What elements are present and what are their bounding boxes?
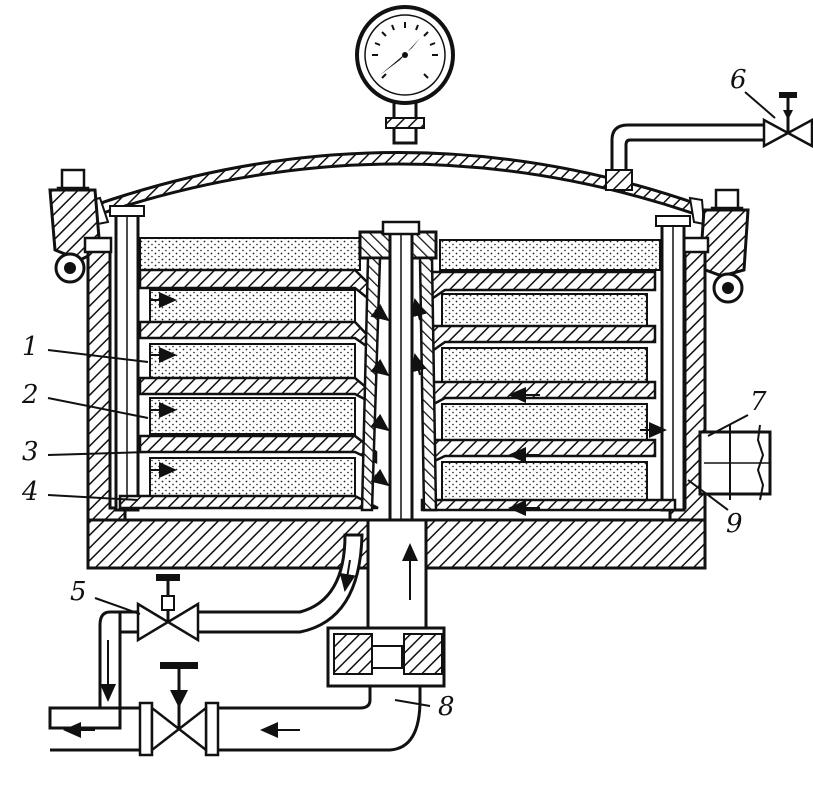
label-1: 1 [22, 332, 39, 362]
label-9: 9 [726, 509, 743, 539]
pressure-gauge [355, 5, 455, 145]
label-4: 4 [21, 477, 39, 507]
distributor-housing [326, 626, 446, 688]
tie-rod-right [655, 215, 691, 512]
sediment-layer-top-left [139, 237, 361, 271]
filter-plates-right [420, 270, 677, 512]
label-8: 8 [438, 692, 455, 722]
valve-6[interactable] [762, 92, 813, 149]
label-3: 3 [22, 437, 39, 467]
clamp-bolt-right [698, 188, 750, 304]
label-2: 2 [21, 380, 39, 410]
outlet-pipe-7 [698, 424, 772, 501]
flow-arrows [63, 292, 667, 738]
sediment-layer-top-right [439, 239, 661, 271]
valve-5[interactable] [136, 574, 200, 643]
label-7: 7 [750, 387, 767, 417]
drain-pipe [48, 533, 422, 752]
vent-pipe [605, 123, 772, 191]
central-shaft [358, 220, 438, 667]
filter-plates-left [118, 268, 379, 510]
label-5: 5 [70, 577, 87, 607]
label-6: 6 [730, 65, 747, 95]
leader-lines [47, 91, 776, 707]
valve-main[interactable] [138, 662, 220, 757]
vessel-body [83, 236, 710, 570]
